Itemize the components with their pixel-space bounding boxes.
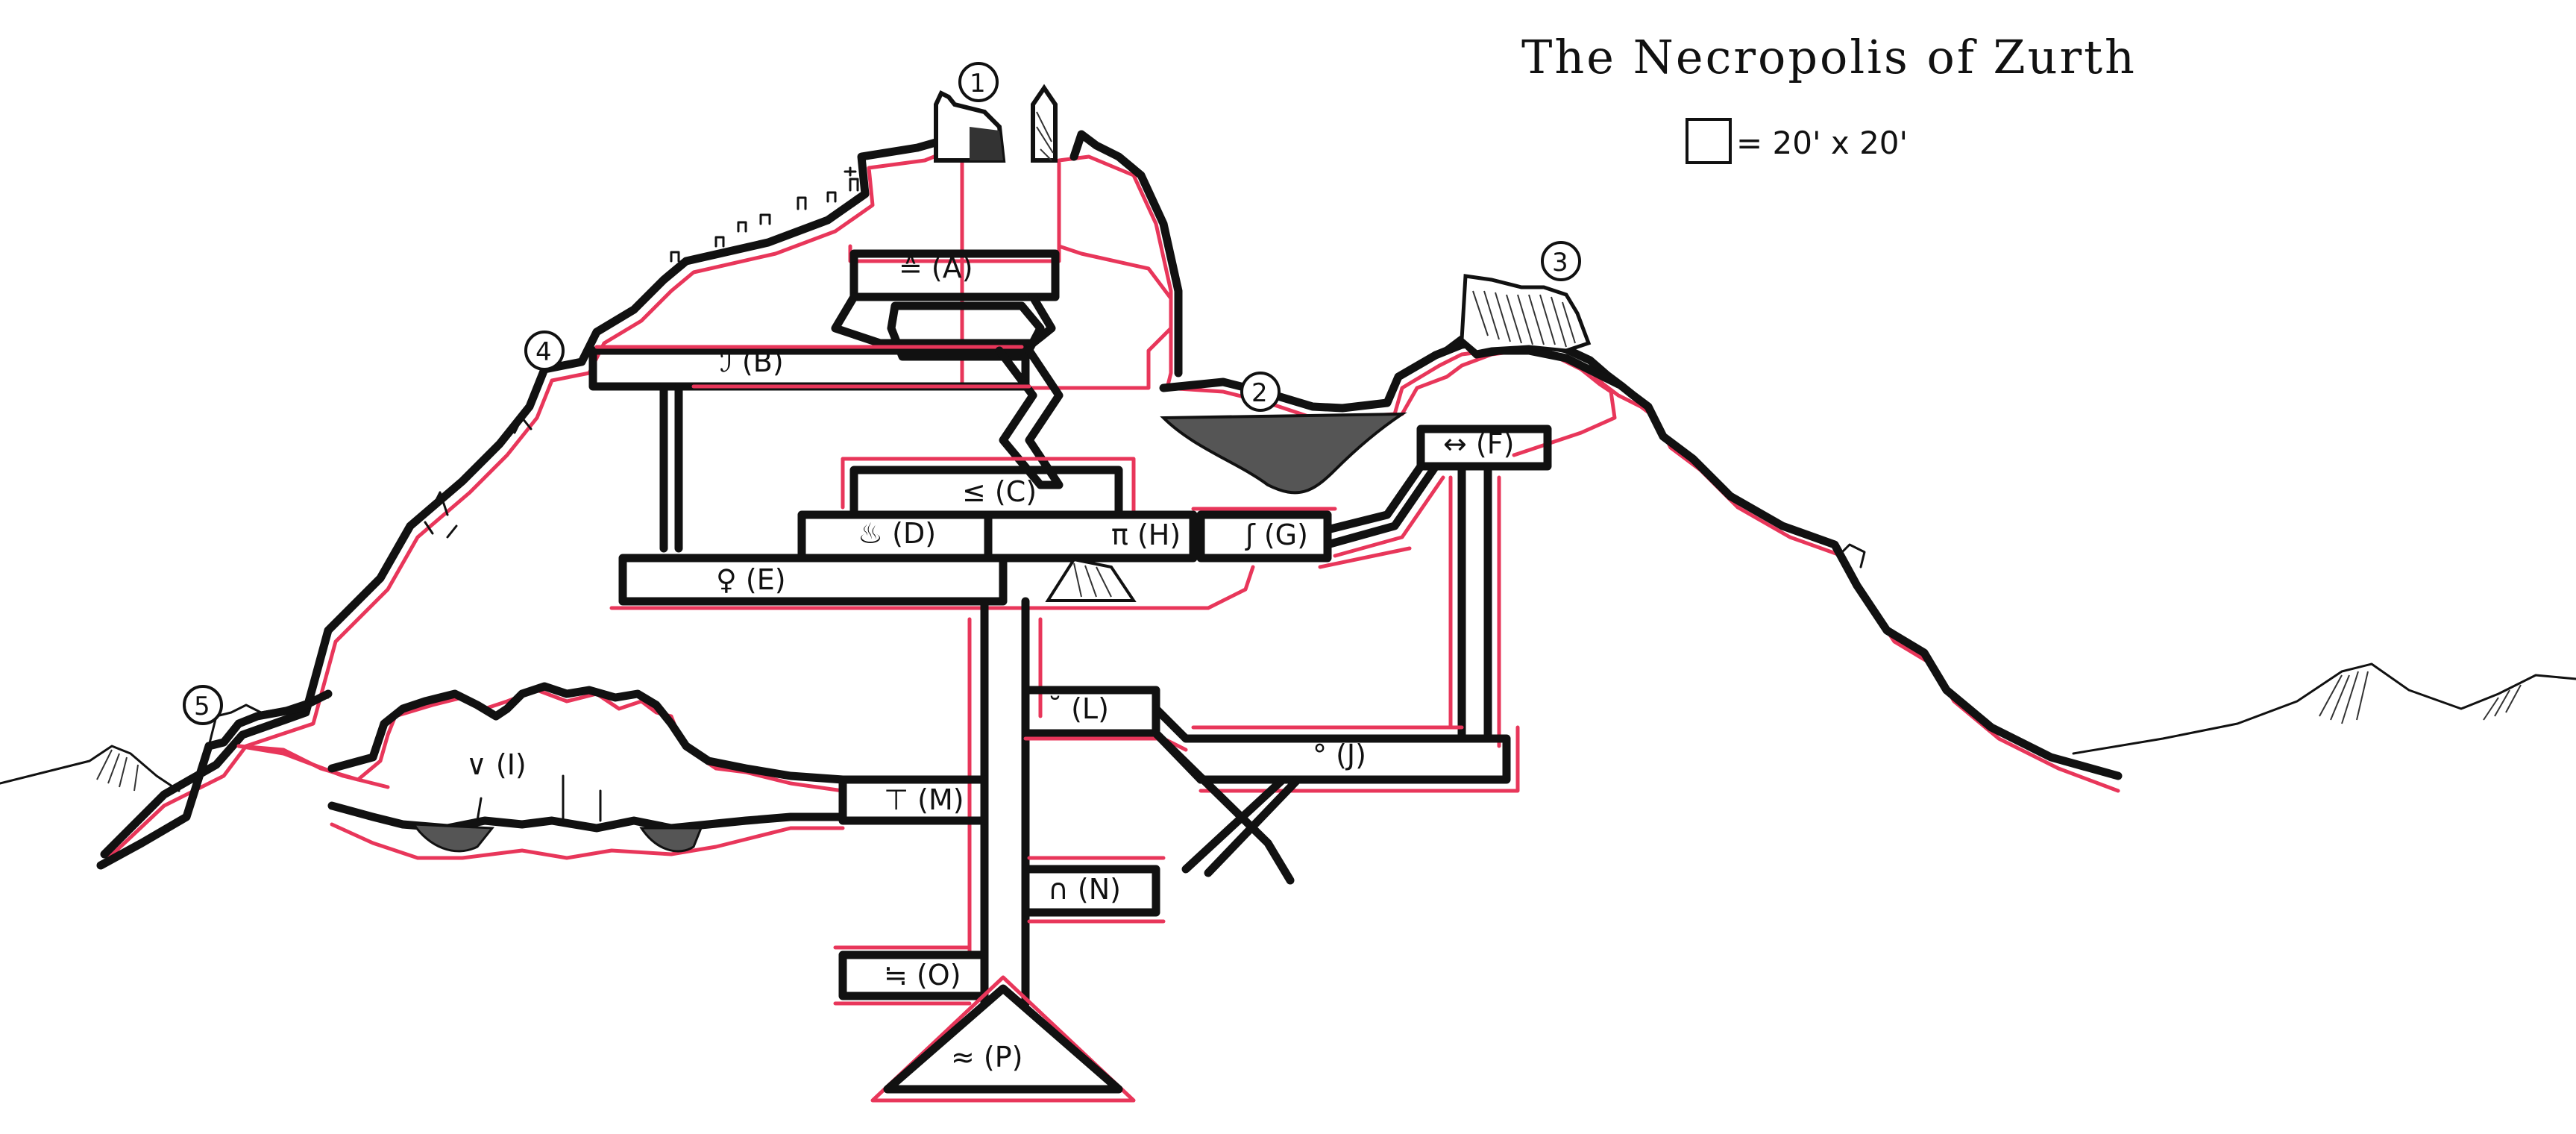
- map-title: The Necropolis of Zurth: [1521, 30, 2137, 84]
- room-label-i: ∨ (I): [466, 748, 527, 781]
- room-label-p: ≈ (P): [951, 1041, 1022, 1074]
- marker-circle: [1240, 372, 1281, 412]
- east-hill: [1400, 274, 1623, 457]
- marker-circle: [183, 685, 223, 725]
- room-label-n: ∩ (N): [1048, 873, 1121, 906]
- room-label-e: ♀ (E): [716, 563, 786, 596]
- marker-circle: [1541, 241, 1581, 281]
- scale-label: = 20' x 20': [1736, 125, 1908, 161]
- summit-ruins: [934, 84, 1058, 163]
- room-label-o: ≒ (O): [884, 959, 961, 992]
- scale-square-icon: [1686, 118, 1732, 164]
- location-markers: 1 2 3 4 5: [183, 62, 1581, 725]
- room-label-h: π (H): [1111, 519, 1181, 551]
- surface-lake: [1160, 412, 1407, 495]
- room-label-d: ♨ (D): [858, 517, 936, 550]
- cavern-i: [236, 682, 847, 860]
- marker-circle: [958, 62, 999, 102]
- room-label-c: ≤ (C): [962, 475, 1037, 508]
- room-label-j: ° (J): [1313, 739, 1366, 771]
- room-label-b: ℐ (B): [720, 345, 784, 378]
- room-label-m: ⊤ (M): [884, 783, 964, 816]
- marker-5: 5: [194, 692, 210, 721]
- marker-3: 3: [1552, 248, 1568, 278]
- rooms: [588, 244, 1552, 1103]
- room-label-f: ↔ (F): [1443, 427, 1514, 460]
- room-labels: ≙ (A) ℐ (B) ≤ (C) ♨ (D) ♀ (E) ↔ (F) ʃ (G…: [466, 251, 1514, 1074]
- room-label-l: ˘ (L): [1048, 692, 1109, 725]
- room-label-a: ≙ (A): [899, 251, 973, 284]
- marker-4: 4: [535, 337, 552, 367]
- marker-1: 1: [970, 69, 986, 98]
- room-label-g: ʃ (G): [1245, 519, 1308, 551]
- west-ledge: [96, 689, 390, 870]
- marker-circle: [524, 331, 565, 371]
- distant-mountains: [0, 662, 2576, 792]
- marker-2: 2: [1251, 378, 1268, 408]
- surface-outline: [98, 104, 2123, 868]
- gravestones: [424, 166, 1866, 568]
